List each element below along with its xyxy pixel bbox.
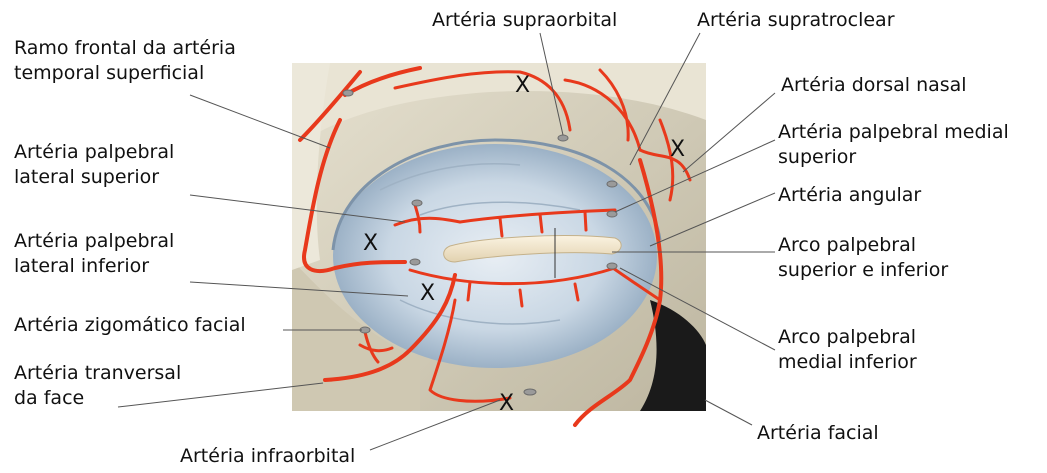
label-arco-superior-inferior: Arco palpebral superior e inferior: [778, 233, 948, 283]
leader-facial: [705, 400, 752, 425]
label-transversal-face: Artéria tranversal da face: [14, 361, 181, 411]
label-angular: Artéria angular: [778, 183, 921, 208]
label-ramo-frontal: Ramo frontal da artéria temporal superfi…: [14, 36, 236, 86]
label-arco-medial-inferior: Arco palpebral medial inferior: [778, 325, 917, 375]
label-palpebral-lateral-superior: Artéria palpebral lateral superior: [14, 140, 174, 190]
label-infraorbital: Artéria infraorbital: [180, 444, 355, 469]
label-supratroclear: Artéria supratroclear: [697, 8, 895, 33]
label-zigomatico-facial: Artéria zigomático facial: [14, 313, 246, 338]
label-palpebral-lateral-inferior: Artéria palpebral lateral inferior: [14, 229, 174, 279]
x-marker-zygomatic: X: [420, 283, 435, 305]
label-facial: Artéria facial: [757, 421, 879, 446]
x-marker-supraorbital: X: [515, 75, 530, 97]
label-palpebral-medial-superior: Artéria palpebral medial superior: [778, 120, 1009, 170]
x-marker-infraorbital: X: [499, 393, 514, 415]
label-supraorbital: Artéria supraorbital: [432, 8, 617, 33]
x-marker-lateral: X: [363, 233, 378, 255]
x-marker-nasal: X: [670, 139, 685, 161]
label-dorsal-nasal: Artéria dorsal nasal: [781, 73, 967, 98]
